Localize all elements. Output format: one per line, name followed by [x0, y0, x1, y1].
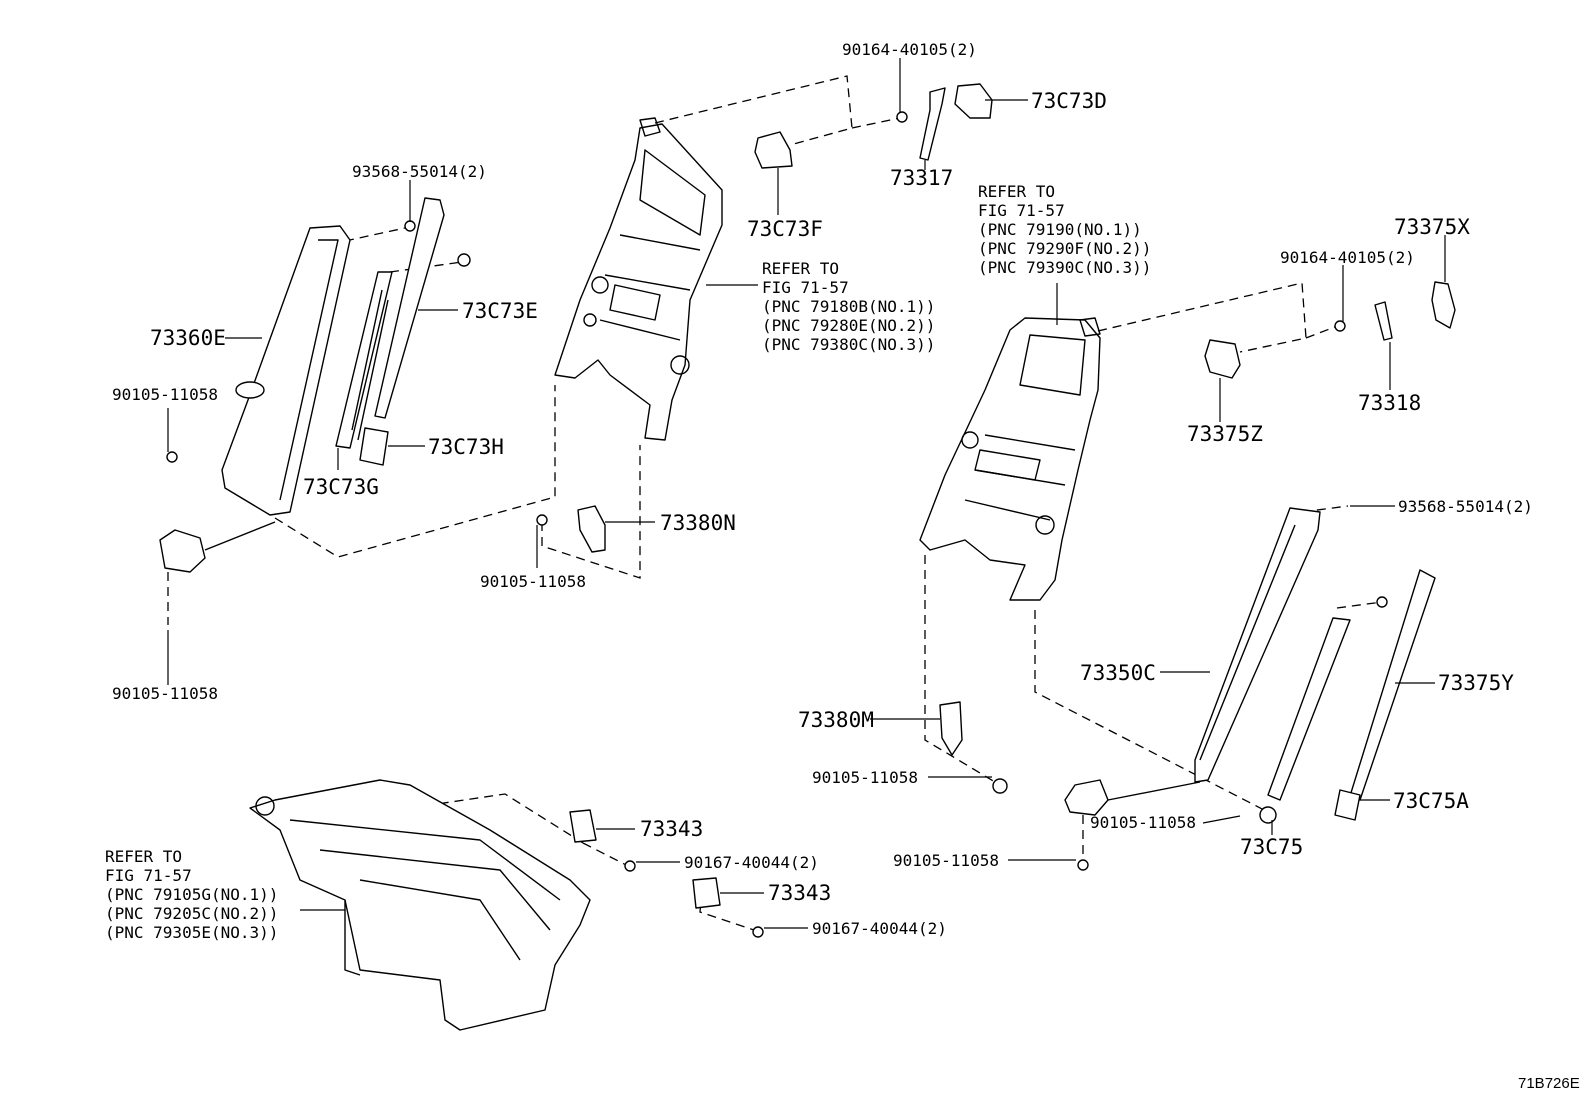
label-90105-c: 90105-11058	[112, 684, 218, 703]
label-73317: 73317	[890, 166, 953, 190]
label-73c73e: 73C73E	[462, 299, 538, 323]
label-90105-a: 90105-11058	[112, 385, 218, 404]
label-73350c: 73350C	[1080, 661, 1156, 685]
refer-right-line-5: (PNC 79390C(NO.3))	[978, 258, 1151, 277]
label-73c73f: 73C73F	[747, 217, 823, 241]
cover-left-parts	[335, 197, 471, 466]
refer-right-line-3: (PNC 79190(NO.1))	[978, 220, 1142, 239]
refer-mid-line-3: (PNC 79180B(NO.1))	[762, 297, 935, 316]
leader-lines	[167, 58, 1446, 929]
label-90164-right: 90164-40105(2)	[1280, 248, 1415, 267]
label-90164-top: 90164-40105(2)	[842, 40, 977, 59]
label-90105-e: 90105-11058	[1090, 813, 1196, 832]
label-73c75a: 73C75A	[1393, 789, 1469, 813]
refer-mid-line-2: FIG 71-57	[762, 278, 849, 297]
label-90105-f: 90105-11058	[893, 851, 999, 870]
refer-mid-line-4: (PNC 79280E(NO.2))	[762, 316, 935, 335]
label-93568-right: 93568-55014(2)	[1398, 497, 1533, 516]
label-90105-d: 90105-11058	[812, 768, 918, 787]
label-73375x: 73375X	[1394, 215, 1470, 239]
label-73c75: 73C75	[1240, 835, 1303, 859]
label-73c73d: 73C73D	[1031, 89, 1107, 113]
seat-cushion-frame	[249, 779, 764, 1031]
label-93568-left: 93568-55014(2)	[352, 162, 487, 181]
refer-right-line-4: (PNC 79290F(NO.2))	[978, 239, 1151, 258]
refer-right-line-1: REFER TO	[978, 182, 1055, 201]
label-90105-b: 90105-11058	[480, 572, 586, 591]
label-73c73g: 73C73G	[303, 475, 379, 499]
label-73343-b: 73343	[768, 881, 831, 905]
cap-parts-right	[1204, 281, 1456, 379]
refer-block-mid: REFER TO FIG 71-57 (PNC 79180B(NO.1)) (P…	[762, 259, 935, 354]
refer-bottom-line-5: (PNC 79305E(NO.3))	[105, 923, 278, 942]
label-73380n: 73380N	[660, 511, 736, 535]
seat-back-frame-right	[919, 317, 1101, 601]
label-73380m: 73380M	[798, 708, 874, 732]
refer-bottom-line-1: REFER TO	[105, 847, 182, 866]
refer-block-bottom: REFER TO FIG 71-57 (PNC 79105G(NO.1)) (P…	[105, 847, 278, 942]
label-73343-a: 73343	[640, 817, 703, 841]
refer-block-right: REFER TO FIG 71-57 (PNC 79190(NO.1)) (PN…	[978, 182, 1151, 277]
label-90167-b: 90167-40044(2)	[812, 919, 947, 938]
refer-right-line-2: FIG 71-57	[978, 201, 1065, 220]
label-73375z: 73375Z	[1187, 422, 1263, 446]
refer-bottom-line-4: (PNC 79205C(NO.2))	[105, 904, 278, 923]
refer-bottom-line-3: (PNC 79105G(NO.1))	[105, 885, 278, 904]
part-labels: 90164-40105(2) 73C73D 73317 73C73F 93568…	[112, 40, 1580, 1092]
belt-right	[1064, 507, 1436, 871]
buckles	[536, 505, 1008, 794]
label-73375y: 73375Y	[1438, 671, 1514, 695]
label-73318: 73318	[1358, 391, 1421, 415]
seat-back-frame-left	[554, 117, 723, 441]
label-73c73h: 73C73H	[428, 435, 504, 459]
belt-left	[159, 225, 351, 573]
label-90167-a: 90167-40044(2)	[684, 853, 819, 872]
refer-mid-line-1: REFER TO	[762, 259, 839, 278]
cap-parts-top	[754, 83, 993, 169]
figure-id: 71B726E	[1518, 1075, 1580, 1092]
refer-bottom-line-2: FIG 71-57	[105, 866, 192, 885]
refer-mid-line-5: (PNC 79380C(NO.3))	[762, 335, 935, 354]
label-73360e: 73360E	[150, 326, 226, 350]
